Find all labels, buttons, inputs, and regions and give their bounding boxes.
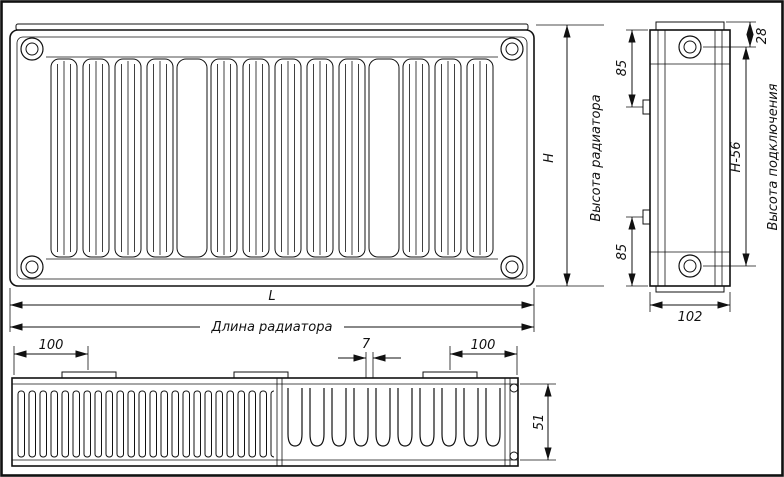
- connection-height-label: H-56: [729, 141, 744, 172]
- gap-label: 7: [362, 337, 371, 352]
- bottom-connection-port: [678, 254, 702, 278]
- dim-depth-102: 102: [649, 292, 731, 325]
- height-label: H: [542, 153, 557, 163]
- dim-right-tab-100: 100: [449, 338, 518, 375]
- length-caption: Длина радиатора: [211, 320, 333, 335]
- wall-bracket-lower: [642, 209, 651, 225]
- depth-label: 102: [678, 310, 703, 325]
- length-label: L: [268, 289, 275, 304]
- convector-fins-section: [16, 390, 274, 460]
- dim-section-height-51: 51: [520, 383, 556, 461]
- mounting-tab-left: [61, 371, 117, 379]
- side-bottom-cap: [655, 285, 725, 293]
- side-top-cap: [655, 21, 725, 31]
- mounting-tab-right: [422, 371, 478, 379]
- dim-top-offset-28: 28: [703, 21, 770, 48]
- front-panel-fins: [46, 56, 498, 260]
- corner-plug-top-right: [500, 37, 524, 61]
- front-top-cap: [15, 23, 529, 31]
- front-outline: [9, 29, 535, 287]
- end-fitting-bottom: [509, 451, 519, 461]
- side-view: [642, 21, 731, 293]
- height-caption: Высота радиатора: [589, 94, 604, 221]
- bottom-outline: [11, 377, 519, 467]
- front-inner-outline: [16, 36, 528, 280]
- top-connection-port: [678, 35, 702, 59]
- section-height-label: 51: [532, 414, 547, 431]
- connection-height-caption: Высота подключения: [766, 83, 781, 230]
- dim-connection-height: H-56 Высота подключения: [703, 47, 781, 267]
- right-tab-label: 100: [471, 338, 496, 353]
- dim-radiator-height: H Высота радиатора: [536, 24, 604, 287]
- corner-plug-top-left: [20, 37, 44, 61]
- corner-plug-bottom-right: [500, 255, 524, 279]
- corner-plug-bottom-left: [20, 255, 44, 279]
- side-outline: [649, 29, 731, 287]
- bottom-view: [11, 371, 519, 467]
- left-tab-label: 100: [39, 338, 64, 353]
- dim-bracket-lower-85: 85: [615, 216, 648, 287]
- front-view: [9, 23, 535, 287]
- top-offset-label: 28: [755, 28, 770, 45]
- wall-bracket-upper: [642, 99, 651, 115]
- mounting-tab-middle: [233, 371, 289, 379]
- dim-bracket-upper-85: 85: [615, 29, 648, 108]
- omega-fins-section: [284, 388, 504, 458]
- dim-gap-7: 7: [338, 337, 401, 378]
- bracket-upper-label: 85: [615, 60, 630, 77]
- bracket-lower-label: 85: [615, 244, 630, 261]
- dim-left-tab-100: 100: [13, 338, 89, 375]
- dim-radiator-length: L Длина радиатора: [9, 288, 535, 335]
- end-fitting-top: [509, 383, 519, 393]
